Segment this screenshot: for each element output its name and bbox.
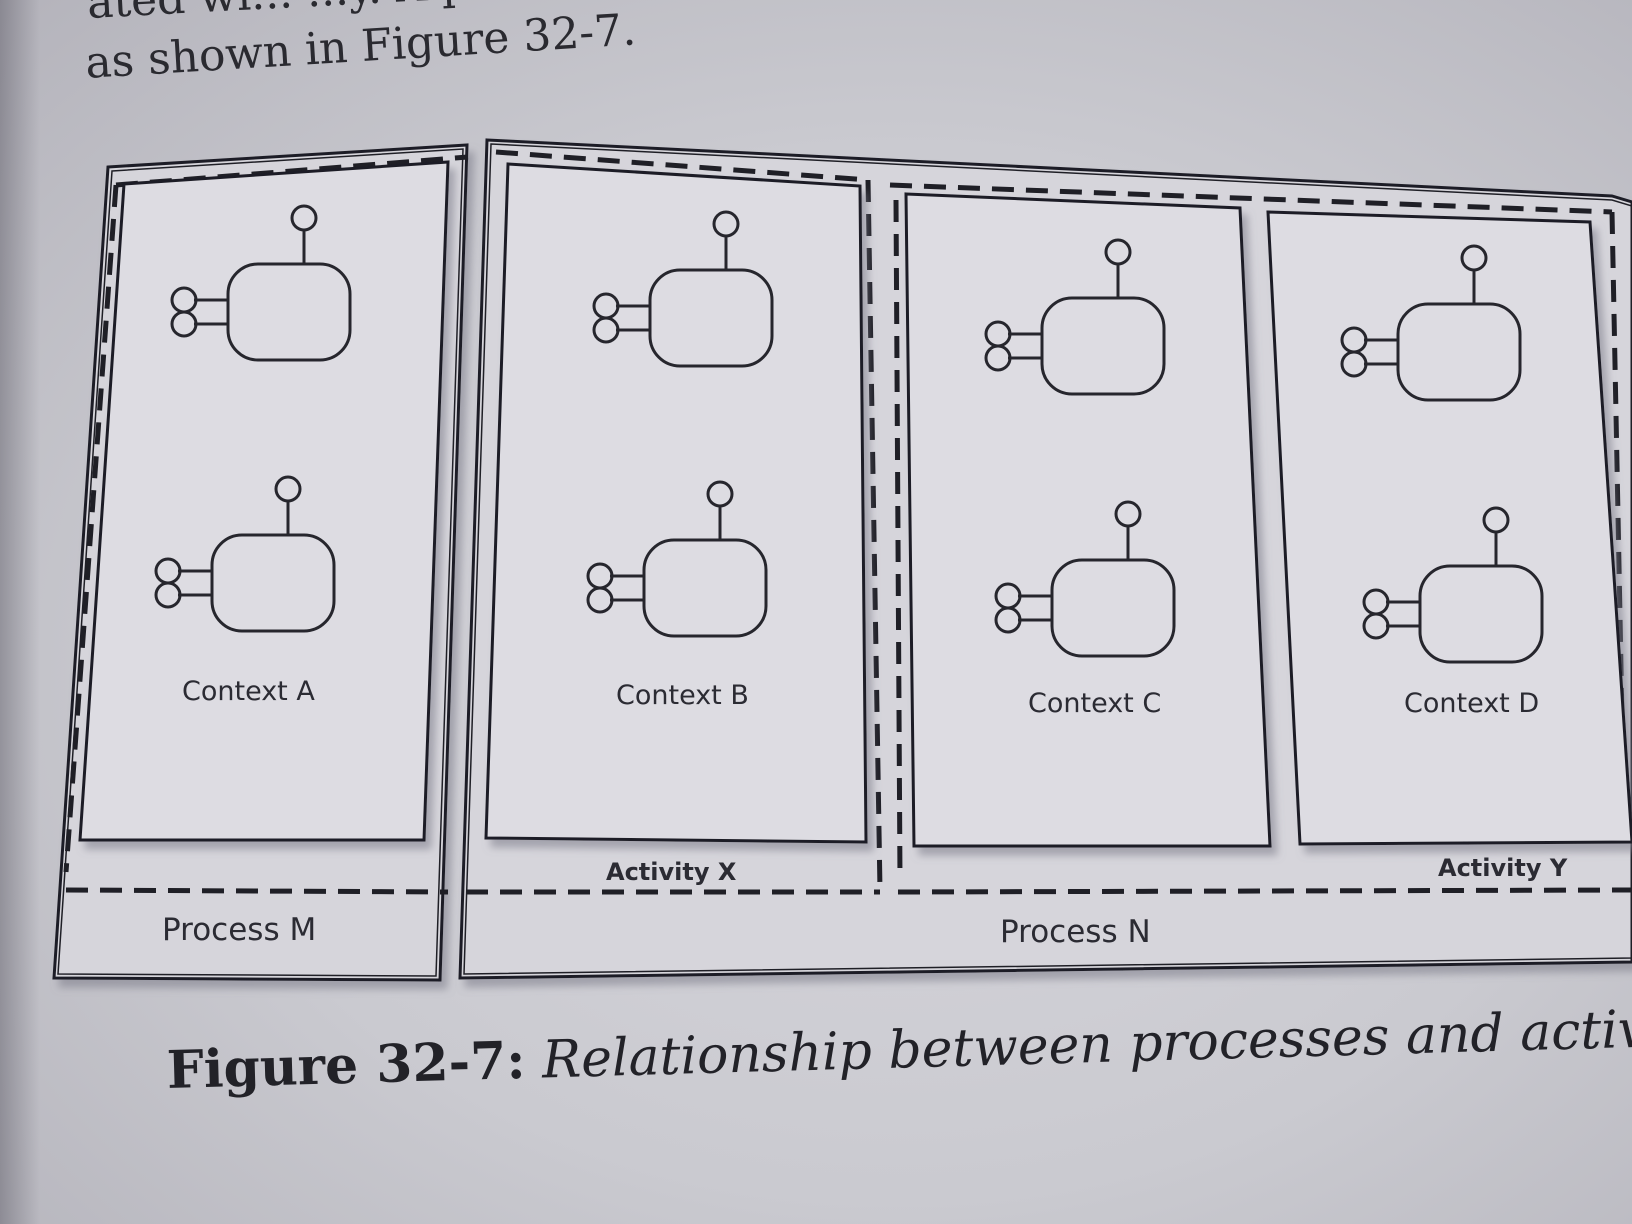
caption-number: Figure 32-7: <box>166 1029 527 1101</box>
context-b-panel <box>484 162 868 844</box>
context-a-label: Context A <box>182 676 315 707</box>
activity-x-dashed-boundary <box>466 149 883 895</box>
process-m-dashed-boundary <box>63 154 469 895</box>
context-d-label: Context D <box>1404 688 1539 719</box>
context-b-label: Context B <box>616 680 749 711</box>
context-d-panel <box>1266 210 1632 846</box>
context-c-panel <box>904 192 1272 848</box>
process-m-label: Process M <box>162 912 316 948</box>
activity-x-label: Activity X <box>606 858 737 886</box>
binding-shadow <box>0 0 40 1224</box>
process-n-label: Process N <box>1000 914 1151 950</box>
activity-y-label: Activity Y <box>1438 854 1568 882</box>
context-c-label: Context C <box>1028 688 1161 719</box>
context-a-panel <box>78 160 450 842</box>
activity-y-dashed-boundary <box>889 182 1632 895</box>
